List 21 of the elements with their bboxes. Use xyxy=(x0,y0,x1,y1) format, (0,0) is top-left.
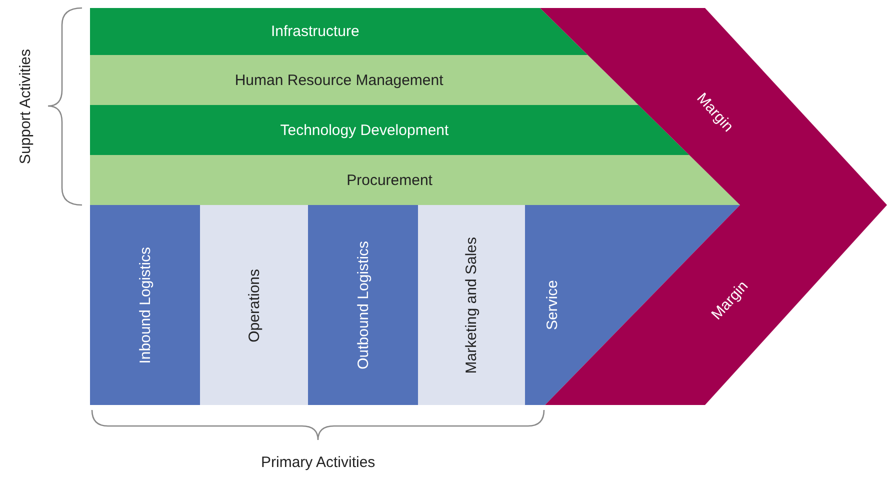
activity-label: Marketing and Sales xyxy=(463,236,480,374)
activity-label: Technology Development xyxy=(280,122,449,138)
primary-activity-column xyxy=(308,205,418,405)
margin-chevron xyxy=(545,205,887,405)
primary-activity-column xyxy=(90,205,200,405)
activity-label: Outbound Logistics xyxy=(354,241,372,370)
support-activity-band xyxy=(90,155,740,205)
primary-activity-column xyxy=(418,205,525,405)
support-activity-band xyxy=(90,55,638,105)
activity-label: Operations xyxy=(246,268,262,342)
activity-label: Service xyxy=(544,280,561,330)
margin-chevron xyxy=(540,8,887,205)
activity-label: Inbound Logistics xyxy=(136,246,154,364)
primary-activity-column xyxy=(200,205,308,405)
activity-label: Human Resource Management xyxy=(234,72,444,88)
support-activity-band xyxy=(90,105,690,155)
activity-label: Procurement xyxy=(346,172,432,188)
support-activity-band xyxy=(90,8,588,55)
group-label: Support Activities xyxy=(16,48,34,164)
activity-label: Infrastructure xyxy=(271,23,360,40)
group-label: Primary Activities xyxy=(261,454,376,470)
